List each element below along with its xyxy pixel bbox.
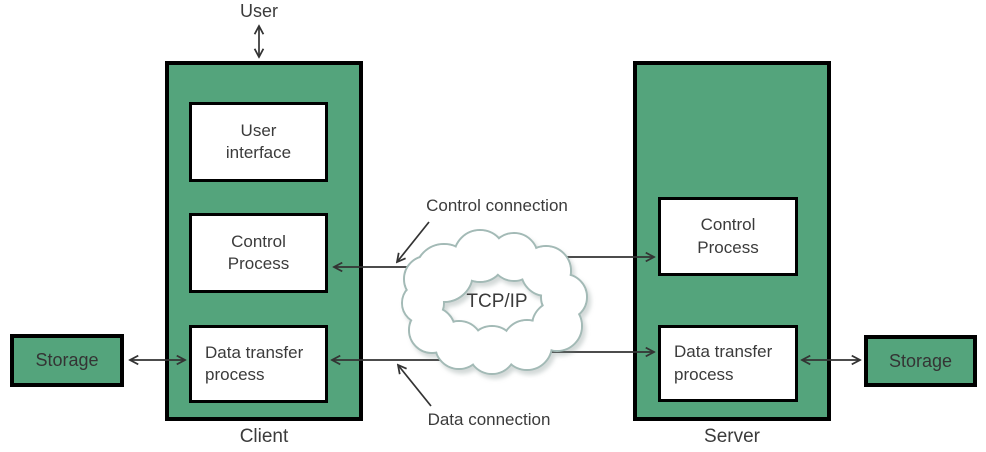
server-control-process-label-line2: Process (697, 237, 759, 257)
storage-right-label: Storage (888, 350, 953, 371)
client-control-process-box: Control Process (189, 213, 328, 293)
server-label: Server (704, 426, 760, 447)
data-connection-pointer-arrow (398, 365, 432, 407)
client-label: Client (239, 426, 289, 447)
storage-left-label: Storage (35, 350, 99, 370)
control-connection-label: Control connection (426, 196, 568, 215)
storage-right-box: Storage (864, 335, 977, 387)
server-data-transfer-label-line1: Data transfer (674, 342, 773, 362)
data-connection-label: Data connection (427, 410, 551, 429)
storage-left-box: Storage (10, 334, 124, 387)
server-control-process-box: Control Process (658, 197, 798, 276)
server-data-transfer-label-line2: process (674, 364, 734, 384)
client-data-transfer-label-line1: Data transfer (205, 342, 304, 362)
control-connection-pointer-arrow (397, 221, 430, 262)
server-data-transfer-box: Data transfer process (658, 325, 798, 402)
client-control-process-label-line1: Control (231, 231, 286, 251)
client-user-interface-label-line1: User (240, 120, 277, 140)
user-label: User (239, 1, 278, 21)
server-control-process-label-line1: Control (700, 215, 756, 235)
tcpip-label: TCP/IP (466, 291, 528, 312)
client-data-transfer-box: Data transfer process (189, 325, 328, 403)
client-data-transfer-label-line2: process (205, 365, 265, 384)
client-user-interface-label-line2: interface (225, 143, 292, 162)
client-user-interface-box: User interface (189, 102, 328, 182)
client-control-process-label-line2: Process (227, 254, 290, 273)
